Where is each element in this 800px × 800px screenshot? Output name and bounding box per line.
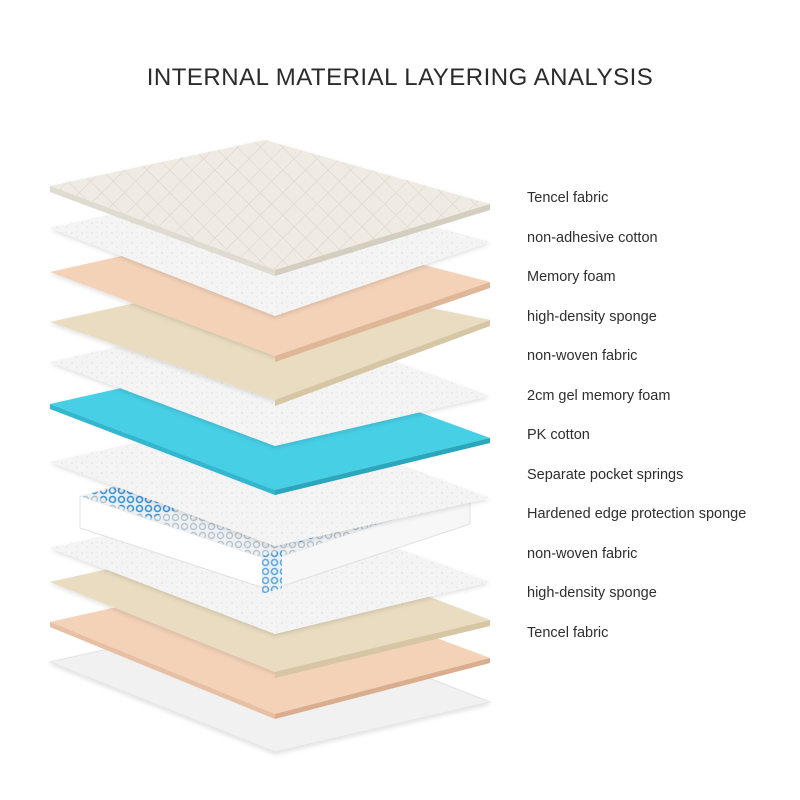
label-edge-protection-sponge: Hardened edge protection sponge — [527, 506, 747, 522]
label-pocket-springs: Separate pocket springs — [527, 467, 684, 483]
layer-memory-foam-edge — [275, 282, 490, 362]
label-high-density-sponge-2: high-density sponge — [527, 585, 657, 601]
label-tencel-fabric-2: Tencel fabric — [527, 625, 609, 641]
label-high-density-sponge: high-density sponge — [527, 309, 657, 325]
page-title: INTERNAL MATERIAL LAYERING ANALYSIS — [146, 64, 654, 91]
label-gel-memory-foam: 2cm gel memory foam — [527, 388, 671, 404]
layer-sponge-top-edge — [275, 320, 490, 406]
layer-tencel-bottom-edge-right — [275, 658, 490, 719]
label-pk-cotton: PK cotton — [527, 427, 590, 443]
label-non-adhesive-cotton: non-adhesive cotton — [527, 230, 658, 246]
pocket-springs-side-strip — [262, 550, 282, 594]
layer-sponge-bottom-edge — [275, 620, 490, 678]
layer-tencel-bottom-edge — [50, 622, 275, 719]
layer-tencel-top — [50, 140, 490, 270]
layer-tencel-top-edge — [50, 186, 275, 276]
layer-tencel-top-edge-right — [275, 204, 490, 276]
layer-gel-foam-edge-right — [275, 438, 490, 495]
label-non-woven-fabric: non-woven fabric — [527, 348, 638, 364]
layer-gel-foam-edge — [50, 404, 275, 495]
label-tencel-fabric: Tencel fabric — [527, 190, 609, 206]
label-non-woven-fabric-2: non-woven fabric — [527, 546, 638, 562]
label-memory-foam: Memory foam — [527, 269, 616, 285]
